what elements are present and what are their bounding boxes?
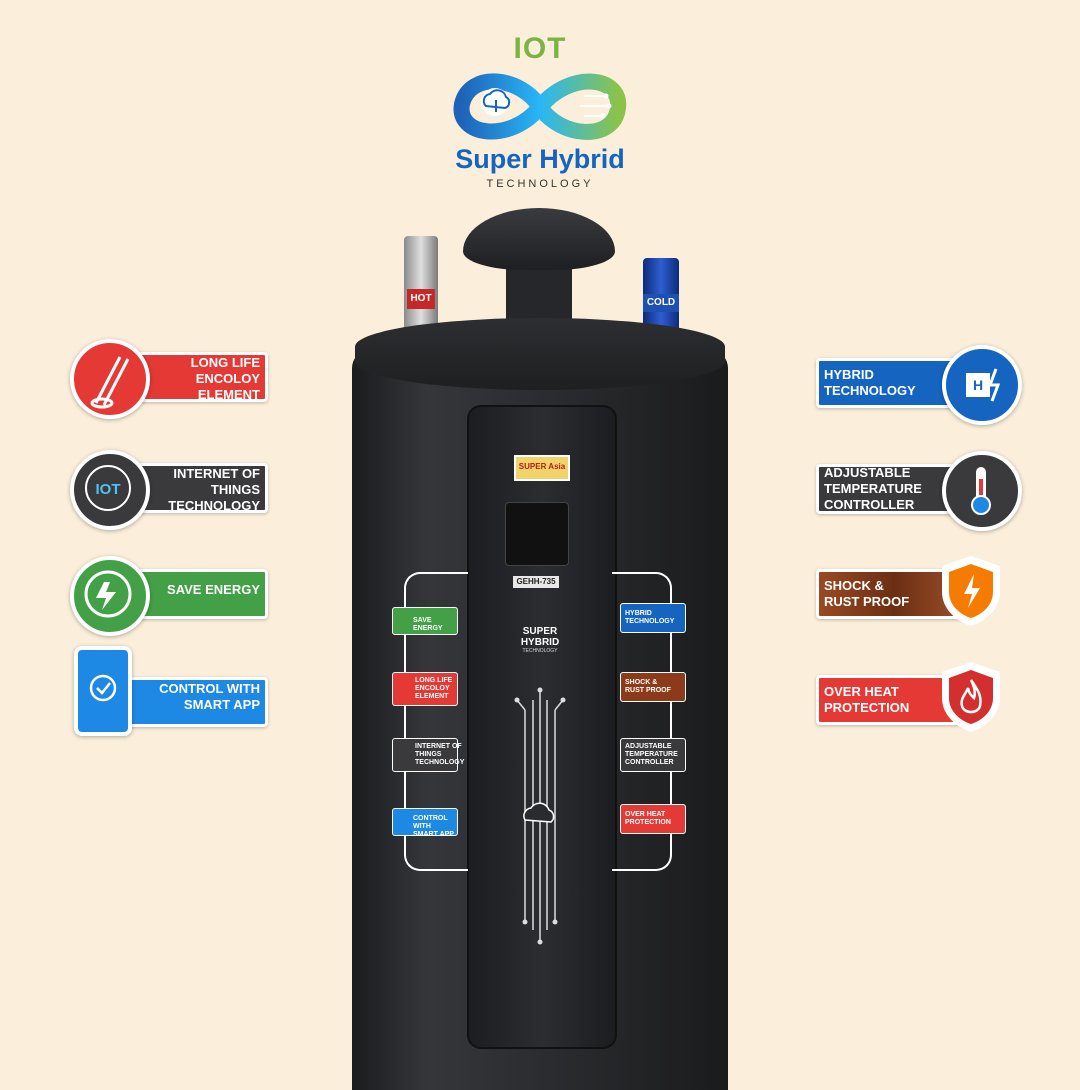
mini-badge-right-2: ADJUSTABLE TEMPERATURE CONTROLLER (620, 738, 686, 772)
shield-flame-icon (936, 658, 1006, 734)
mini-badge-left-1-label: LONG LIFE ENCOLOY ELEMENT (415, 677, 453, 700)
flue-cap (463, 208, 615, 270)
mini-badge-right-2-label: ADJUSTABLE TEMPERATURE CONTROLLER (625, 743, 678, 766)
panel-title: SUPER HYBRID (520, 626, 560, 648)
feature-badge-smart-app: CONTROL WITH SMART APP (70, 646, 270, 736)
infinity-logo-icon (453, 73, 627, 140)
svg-text:IOT: IOT (96, 481, 121, 498)
model-label: GEHH-735 (513, 576, 559, 588)
brand-logo: SUPER Asia (514, 455, 570, 481)
feature-bar (114, 677, 268, 727)
mini-badge-right-1-label: SHOCK & RUST PROOF (625, 679, 671, 694)
logo-title: Super Hybrid (455, 144, 625, 174)
shield-bolt-icon (936, 552, 1006, 628)
heating-element-icon (70, 339, 150, 419)
mini-badge-left-0: SAVE ENERGY (392, 607, 458, 635)
feature-label: ADJUSTABLE TEMPERATURE CONTROLLER (824, 465, 922, 512)
panel-tagline: TECHNOLOGY (522, 648, 558, 654)
tank-top (355, 318, 725, 390)
mini-badge-left-2-label: INTERNET OF THINGS TECHNOLOGY (415, 743, 465, 766)
feature-label: LONG LIFE ENCOLOY ELEMENT (190, 355, 260, 402)
feature-label: INTERNET OF THINGS TECHNOLOGY (168, 466, 260, 513)
thermometer-icon (942, 451, 1022, 531)
cold-label: COLD (643, 294, 679, 312)
mini-badge-right-3: OVER HEAT PROTECTION (620, 804, 686, 834)
feature-badge-hybrid-technology: H HYBRID TECHNOLOGY (816, 345, 1022, 425)
feature-badge-save-energy: SAVE ENERGY (70, 556, 270, 636)
mini-badge-left-3-label: CONTROL WITH SMART APP (413, 815, 454, 838)
smartphone-icon (74, 646, 132, 736)
circuit-lines-icon (514, 687, 566, 945)
logo-iot-text: IOT (513, 32, 567, 65)
feature-label: SHOCK & RUST PROOF (824, 578, 910, 609)
iot-icon: IOT (70, 450, 150, 530)
control-display (505, 502, 569, 566)
mini-badge-right-3-label: OVER HEAT PROTECTION (625, 811, 671, 826)
hot-label: HOT (407, 289, 435, 309)
mini-badge-left-2: INTERNET OF THINGS TECHNOLOGY (392, 738, 464, 772)
feature-label: HYBRID TECHNOLOGY (824, 367, 916, 398)
mini-badge-left-0-label: SAVE ENERGY (413, 617, 443, 632)
feature-badge-temperature-controller: ADJUSTABLE TEMPERATURE CONTROLLER (816, 451, 1022, 531)
feature-badge-over-heat-protection: OVER HEAT PROTECTION (816, 662, 1016, 732)
feature-label: SAVE ENERGY (167, 582, 260, 597)
feature-badge-shock-rust-proof: SHOCK & RUST PROOF (816, 556, 1016, 626)
feature-badge-iot: IOT INTERNET OF THINGS TECHNOLOGY (70, 450, 270, 530)
mini-badge-right-0-label: HYBRID TECHNOLOGY (625, 610, 675, 625)
energy-save-icon (70, 556, 150, 636)
iot-super-hybrid-logo: IOT Super Hybrid TECHNOLOGY (430, 28, 650, 193)
mini-badge-left-1: LONG LIFE ENCOLOY ELEMENT (392, 672, 458, 706)
panel-left-outline (404, 572, 468, 871)
feature-badge-long-life-element: LONG LIFE ENCOLOY ELEMENT (70, 339, 270, 419)
feature-label: OVER HEAT PROTECTION (824, 684, 910, 715)
feature-label: CONTROL WITH SMART APP (159, 681, 260, 712)
hybrid-chip-icon: H (942, 345, 1022, 425)
mini-badge-right-0: HYBRID TECHNOLOGY (620, 603, 686, 633)
panel-right-outline (612, 572, 672, 871)
logo-tagline: TECHNOLOGY (486, 178, 594, 190)
mini-badge-left-3: CONTROL WITH SMART APP (392, 808, 458, 838)
hot-water-pipe (404, 236, 438, 332)
svg-text:H: H (973, 377, 983, 393)
mini-badge-right-1: SHOCK & RUST PROOF (620, 672, 686, 702)
